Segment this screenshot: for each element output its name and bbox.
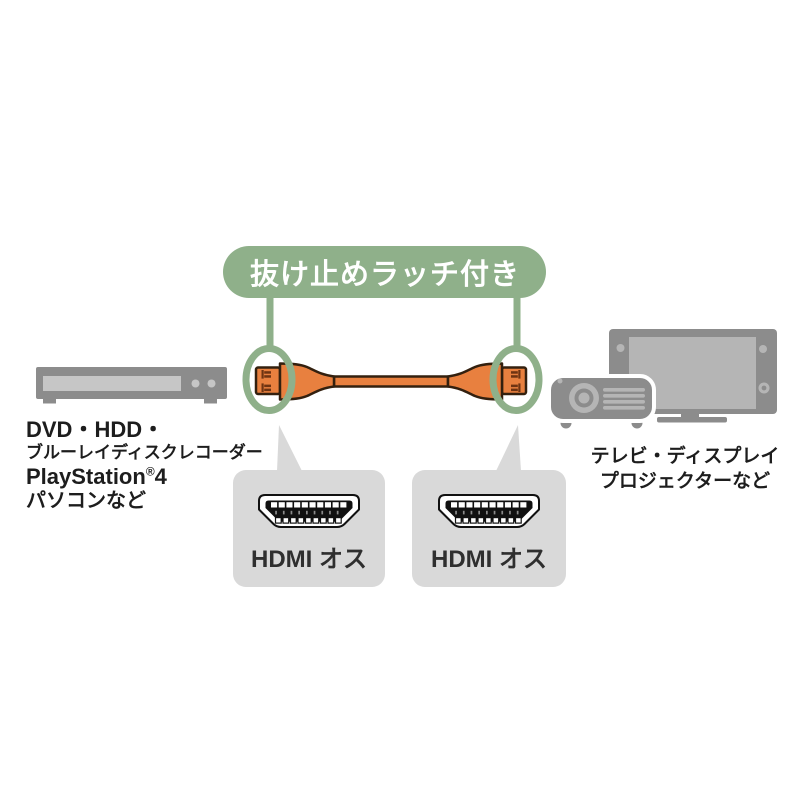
registered-mark: ® <box>145 464 155 479</box>
source-line-3: PlayStation®4 <box>26 464 167 489</box>
latch-ring-icon <box>242 345 543 414</box>
latch-callout-lines <box>266 296 521 351</box>
callout-left-tail <box>277 425 302 471</box>
hdmi-port-icon <box>258 494 360 528</box>
output-devices-label: テレビ・ディスプレイ プロジェクターなど <box>576 444 794 494</box>
connector-left-label: HDMI オス <box>251 546 367 573</box>
output-line-1: テレビ・ディスプレイ <box>590 446 780 467</box>
hdmi-cable-icon <box>254 362 528 401</box>
source-line-1: DVD・HDD・ <box>26 417 165 442</box>
banner-pill <box>223 246 546 298</box>
output-line-2: プロジェクターなど <box>599 471 771 492</box>
projector-icon <box>547 374 656 429</box>
cable-plug-right-body <box>446 362 504 401</box>
hdmi-port-icon <box>438 494 540 528</box>
callout-right-tail <box>496 425 521 471</box>
cable-cord <box>332 375 450 388</box>
source-devices-label: DVD・HDD・ ブルーレイディスクレコーダー PlayStation®4 パソ… <box>26 417 263 514</box>
source-line-4: パソコンなど <box>26 490 146 512</box>
source-line-2: ブルーレイディスクレコーダー <box>26 443 263 462</box>
banner-label: 抜け止めラッチ付き <box>249 259 520 291</box>
connector-right-label: HDMI オス <box>431 546 547 573</box>
dvd-recorder-icon <box>36 367 227 404</box>
